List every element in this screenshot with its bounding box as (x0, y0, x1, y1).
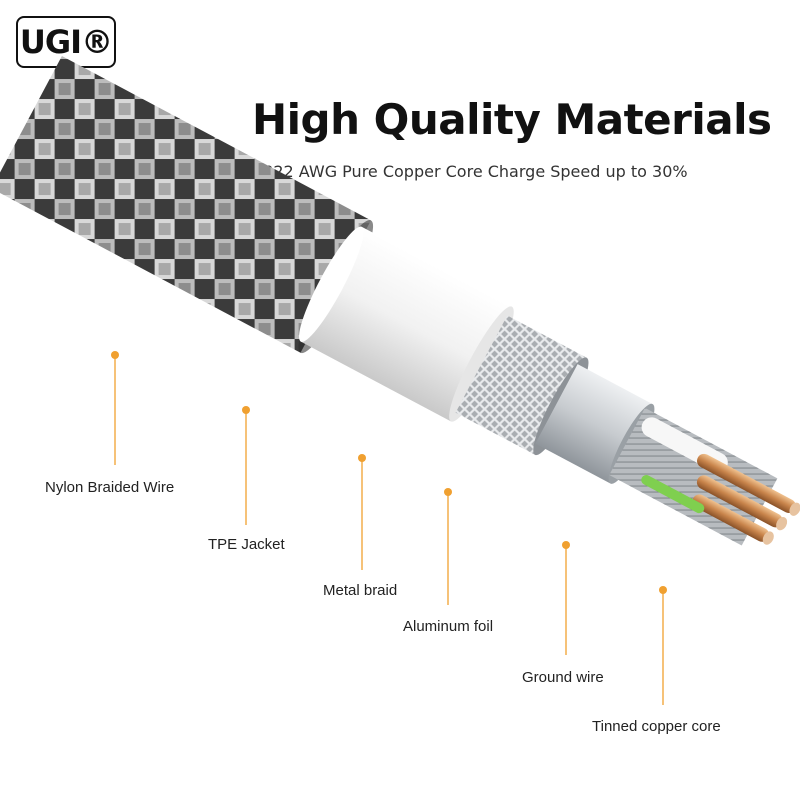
label-metal-braid: Metal braid (323, 582, 398, 599)
label-tpe-jacket: TPE Jacket (208, 536, 285, 553)
metal-braid-shape (455, 315, 587, 455)
copper-core-shape (697, 453, 796, 513)
ground-strands-shape (609, 407, 778, 546)
callout-dot-metal-braid (358, 454, 366, 462)
tpe-jacket-shape (300, 226, 512, 422)
brand-logo: UGI® (16, 16, 116, 68)
label-ground-wire: Ground wire (522, 669, 604, 686)
label-aluminum-foil: Aluminum foil (403, 618, 494, 635)
page-subtitle: 2822 AWG Pure Copper Core Charge Speed u… (253, 162, 688, 181)
label-nylon-braided-wire: Nylon Braided Wire (45, 479, 175, 496)
page-title: High Quality Materials (252, 95, 772, 144)
label-tinned-copper-core: Tinned copper core (592, 718, 721, 735)
callout-dot-aluminum (444, 488, 452, 496)
callout-dot-ground (562, 541, 570, 549)
nylon-braid-shape (0, 56, 371, 353)
callout-dot-nylon (111, 351, 119, 359)
callout-dot-tinned (659, 586, 667, 594)
ground-wire-shape (641, 474, 705, 514)
callout-dot-tpe (242, 406, 250, 414)
